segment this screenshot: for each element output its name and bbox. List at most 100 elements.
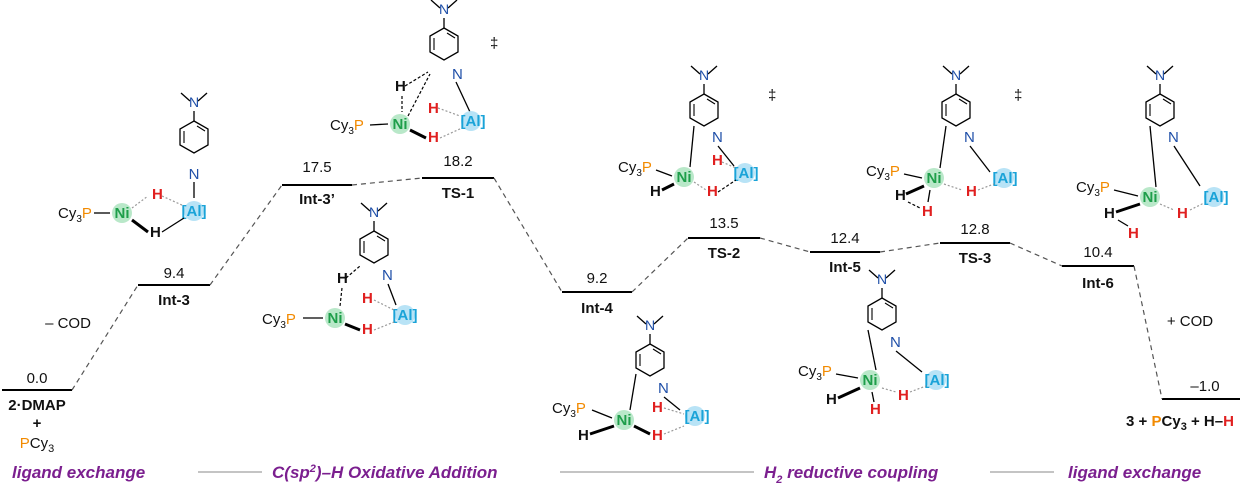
energy-values: 0.0 9.4 17.5 18.2 9.2 13.5 12.4 12.8 10.… (27, 153, 1220, 395)
label-ts-3: TS-3 (959, 250, 992, 267)
hydride-atom: H (898, 387, 909, 404)
structure-int-5: N [Al] Ni Cy3P H H H (798, 269, 950, 418)
nitrogen-atom: N (189, 166, 200, 183)
connector (759, 237, 811, 253)
connector (71, 284, 139, 391)
nickel-atom: Ni (927, 170, 942, 187)
label-int-3: Int-3 (158, 292, 190, 309)
hydride-atom: H (650, 183, 661, 200)
nitrogen-atom: N (452, 66, 463, 83)
value-final: –1.0 (1190, 378, 1219, 395)
hydride-atom: H (152, 186, 163, 203)
connector (1009, 242, 1063, 267)
nitrogen-atom: N (964, 129, 975, 146)
phase-oxidative-addition: C(sp2)–H Oxidative Addition (272, 463, 498, 482)
value-2-dmap: 0.0 (27, 370, 48, 387)
hydride-atom: H (1177, 205, 1188, 222)
hydride-atom: H (395, 78, 406, 95)
cy3p-ligand: Cy3P (330, 117, 364, 137)
aluminum-atom: [Al] (182, 203, 207, 220)
cy3p-ligand: Cy3P (798, 363, 832, 383)
hydride-atom: H (150, 224, 161, 241)
phase-ligand-exchange-2: ligand exchange (1068, 463, 1201, 482)
nickel-atom: Ni (863, 372, 878, 389)
nickel-atom: Ni (1143, 189, 1158, 206)
structure-ts-3: ‡ N [Al] Ni Cy3P H H H (866, 65, 1022, 220)
value-ts-2: 13.5 (709, 215, 738, 232)
aluminum-atom: [Al] (393, 307, 418, 324)
structure-int-6: N [Al] Ni Cy3P H H H (1076, 65, 1229, 242)
nitrogen-atom: N (658, 380, 669, 397)
aluminum-atom: [Al] (925, 372, 950, 389)
connector (351, 177, 423, 186)
structure-int-3p: N [Al] Ni Cy3P H H H (262, 202, 418, 338)
aluminum-atom: [Al] (1204, 189, 1229, 206)
phase-h2-reductive-coupling: H2 reductive coupling (764, 463, 939, 486)
label-plus: + (33, 415, 42, 432)
energy-levels (2, 177, 1240, 400)
label-pcy3-start: PCy3 (20, 435, 54, 455)
connectors (71, 177, 1163, 400)
connector (631, 237, 689, 293)
nickel-atom: Ni (393, 116, 408, 133)
hydride-atom: H (428, 100, 439, 117)
hydride-atom: H (966, 183, 977, 200)
hydride-atom: H (428, 129, 439, 146)
structure-int-4: N [Al] Ni Cy3P H H H (552, 315, 710, 444)
value-int-5: 12.4 (830, 230, 859, 247)
connector (493, 177, 563, 293)
dagger-symbol: ‡ (490, 35, 498, 52)
cy3p-ligand: Cy3P (552, 400, 586, 420)
phase-ligand-exchange-1: ligand exchange (12, 463, 145, 482)
hydride-atom: H (362, 290, 373, 307)
nickel-atom: Ni (328, 310, 343, 327)
label-ts-2: TS-2 (708, 245, 741, 262)
hydride-atom: H (826, 391, 837, 408)
value-int-4: 9.2 (587, 270, 608, 287)
nitrogen-atom: N (1168, 129, 1179, 146)
hydride-atom: H (652, 399, 663, 416)
hydride-atom: H (337, 270, 348, 287)
nickel-atom: Ni (617, 412, 632, 429)
state-labels: 2·DMAP + PCy3 Int-3 Int-3’ TS-1 Int-4 TS… (8, 185, 1234, 455)
dagger-symbol: ‡ (768, 87, 776, 104)
hydride-atom: H (1128, 225, 1139, 242)
nitrogen-atom: N (890, 334, 901, 351)
hydride-atom: H (870, 401, 881, 418)
cy3p-ligand: Cy3P (262, 311, 296, 331)
label-plus-cod: + COD (1167, 313, 1213, 330)
cy3p-ligand: Cy3P (58, 205, 92, 225)
value-int-3: 9.4 (164, 265, 185, 282)
hydride-atom: H (712, 152, 723, 169)
nickel-atom: Ni (115, 205, 130, 222)
nitrogen-atom: N (382, 267, 393, 284)
structure-ts-2: ‡ N [Al] Ni Cy3P H H H (618, 65, 776, 200)
value-int-3p: 17.5 (302, 159, 331, 176)
hydride-atom: H (895, 187, 906, 204)
label-minus-cod: – COD (45, 315, 91, 332)
nickel-atom: Ni (677, 169, 692, 186)
value-ts-1: 18.2 (443, 153, 472, 170)
aluminum-atom: [Al] (685, 408, 710, 425)
label-final-products: 3 + PCy3 + H–H (1126, 413, 1234, 433)
cy3p-ligand: Cy3P (618, 159, 652, 179)
cy3p-ligand: Cy3P (1076, 179, 1110, 199)
label-int-6: Int-6 (1082, 275, 1114, 292)
hydride-atom: H (707, 183, 718, 200)
hydride-atom: H (652, 427, 663, 444)
connector (209, 184, 283, 286)
label-ts-1: TS-1 (442, 185, 475, 202)
hydride-atom: H (1104, 205, 1115, 222)
phase-bar: ligand exchange C(sp2)–H Oxidative Addit… (12, 463, 1201, 486)
nitrogen-atom: N (712, 129, 723, 146)
value-ts-3: 12.8 (960, 221, 989, 238)
label-2-dmap: 2·DMAP (8, 397, 66, 414)
aluminum-atom: [Al] (993, 170, 1018, 187)
hydride-atom: H (922, 203, 933, 220)
dagger-symbol: ‡ (1014, 87, 1022, 104)
connector (879, 242, 941, 253)
structure-ts-1: ‡ N [Al] Ni Cy3P H H H (330, 0, 498, 146)
label-int-3p: Int-3’ (299, 191, 335, 208)
